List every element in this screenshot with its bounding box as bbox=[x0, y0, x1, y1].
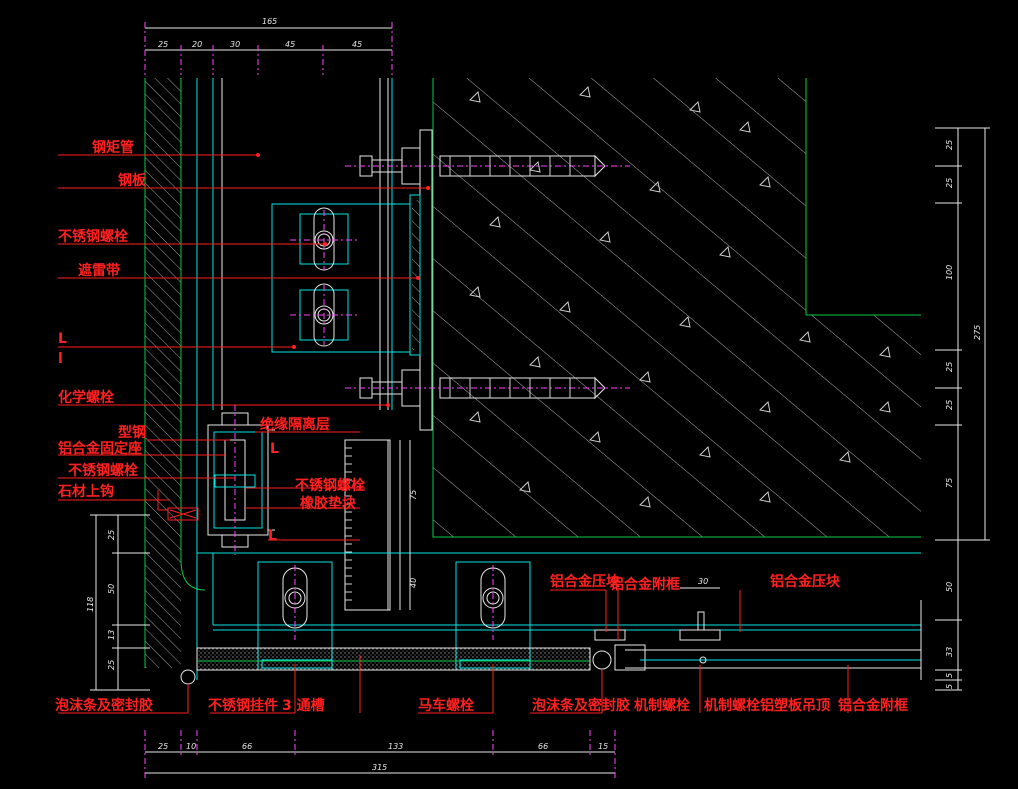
stone-hook bbox=[157, 490, 199, 521]
dim-top-seg: 45 bbox=[285, 40, 295, 49]
leader-dot bbox=[256, 153, 260, 157]
gasket-strip bbox=[412, 200, 420, 350]
label-rubber-pad: 橡胶垫块 bbox=[300, 495, 357, 512]
label-carriage-bolt: 马车螺栓 bbox=[418, 697, 474, 714]
label-stainless-bolt-2: 不锈钢螺栓 bbox=[68, 462, 138, 479]
label-chemical-anchor: 化学螺栓 bbox=[58, 389, 114, 406]
chemical-anchor-top bbox=[345, 147, 630, 185]
dim-bottom-seg: 66 bbox=[242, 742, 252, 751]
dim-top-seg: 25 bbox=[158, 40, 168, 49]
concrete-wall bbox=[432, 78, 921, 538]
leader-dot bbox=[323, 242, 327, 246]
dim-right-seg: 25 bbox=[945, 140, 954, 150]
dim-top-seg: 30 bbox=[230, 40, 240, 49]
dim-bottom-seg: 15 bbox=[598, 742, 608, 751]
dim-right-seg: 25 bbox=[945, 178, 954, 188]
label-steel-plate: 钢板 bbox=[118, 172, 147, 189]
label-steel-rect-tube: 钢矩管 bbox=[92, 139, 134, 156]
label-machine-bolt-ceiling: 机制螺栓铝塑板吊顶 bbox=[704, 697, 830, 714]
label-stone-hook: 石材上钩 bbox=[57, 483, 114, 500]
label-alu-frame-2: 铝合金附框 bbox=[838, 697, 908, 714]
dim-right-lower: 33 bbox=[945, 647, 954, 657]
dim-left-seg: 25 bbox=[107, 530, 116, 540]
stone-strip-bottom bbox=[180, 647, 612, 685]
dim-left-total: 118 bbox=[86, 597, 95, 612]
label-foam-sealant-right: 泡沫条及密封胶 bbox=[532, 697, 630, 714]
dim-bottom-seg: 25 bbox=[158, 742, 168, 751]
dim-top-seg: 45 bbox=[352, 40, 362, 49]
label-alu-pressing-2: 铝合金压块 bbox=[770, 573, 841, 590]
chemical-anchor-bottom bbox=[345, 369, 630, 407]
dim-right-seg: 25 bbox=[945, 362, 954, 372]
dim-bottom-seg: 133 bbox=[388, 742, 403, 751]
dim-right-lower: 5 bbox=[945, 673, 954, 678]
label-stainless-bolt-3: 不锈钢螺栓 bbox=[295, 477, 365, 494]
leader-dot bbox=[416, 276, 420, 280]
label-angle-l: l bbox=[58, 351, 63, 367]
label-profile-steel: 型钢 bbox=[118, 424, 146, 441]
label-gasket-strip: 遮雷带 bbox=[78, 262, 120, 279]
dim-right-lower: 5 bbox=[945, 684, 954, 689]
label-stainless-bolt: 不锈钢螺栓 bbox=[58, 228, 128, 245]
label-foam-sealant-left: 泡沫条及密封胶 bbox=[55, 697, 153, 714]
dim-inner-40: 40 bbox=[409, 578, 418, 588]
dim-left-seg: 25 bbox=[107, 660, 116, 670]
dim-inner-75: 75 bbox=[409, 490, 418, 500]
dim-bottom-seg: 66 bbox=[538, 742, 548, 751]
dim-left-seg: 50 bbox=[107, 584, 116, 594]
dim-top-seg: 20 bbox=[192, 40, 202, 49]
dim-bottom: 25 10 66 133 66 15 315 bbox=[144, 730, 616, 778]
label-slot: 3 通槽 bbox=[282, 697, 325, 714]
annotation-labels: 钢矩管 钢板 不锈钢螺栓 遮雷带 L l 化学螺栓 型钢 绝缘隔离层 铝合金固定… bbox=[55, 139, 908, 714]
label-stainless-hanger: 不锈钢挂件 bbox=[208, 697, 278, 714]
alu-ceiling bbox=[594, 600, 922, 680]
leader-dot bbox=[426, 186, 430, 190]
alu-fixing-seat bbox=[207, 405, 275, 555]
dim-right-seg: 100 bbox=[945, 265, 954, 280]
stone-panel-left bbox=[144, 78, 214, 680]
rubber-pad bbox=[344, 439, 401, 611]
dim-right: 25 25 100 25 25 75 275 50 33 5 5 bbox=[935, 127, 990, 691]
label-alu-pressing-1: 铝合金压块 bbox=[550, 573, 621, 590]
label-alu-fixing-seat: 铝合金固定座 bbox=[58, 440, 142, 457]
label-machine-bolt: 机制螺栓 bbox=[634, 697, 690, 714]
leader-dot bbox=[386, 403, 390, 407]
dim-top: 165 25 20 30 45 45 bbox=[144, 17, 393, 75]
dim-right-seg: 25 bbox=[945, 400, 954, 410]
steel-plate bbox=[419, 129, 433, 431]
label-alu-frame-1: 铝合金附框 bbox=[610, 576, 680, 593]
dim-bottom-seg: 10 bbox=[186, 742, 196, 751]
dim-right-seg: 75 bbox=[945, 478, 954, 488]
leader-lines bbox=[58, 153, 849, 714]
dim-right-total: 275 bbox=[973, 325, 982, 340]
dim-left: 118 25 50 13 25 bbox=[86, 514, 150, 691]
label-angle-L-mid: L bbox=[270, 441, 279, 457]
label-insulation-layer: 绝缘隔离层 bbox=[260, 416, 330, 433]
dim-bottom-total: 315 bbox=[372, 763, 387, 772]
dim-left-seg: 13 bbox=[107, 630, 116, 640]
dim-right-lower: 50 bbox=[945, 582, 954, 592]
label-angle-L-low: L bbox=[268, 528, 277, 544]
dim-inner: 75 40 30 bbox=[409, 440, 720, 610]
dim-top-total: 165 bbox=[262, 17, 277, 26]
dim-alu-width: 30 bbox=[698, 577, 708, 586]
label-angle-L: L bbox=[58, 331, 67, 347]
leader-dot bbox=[292, 345, 296, 349]
